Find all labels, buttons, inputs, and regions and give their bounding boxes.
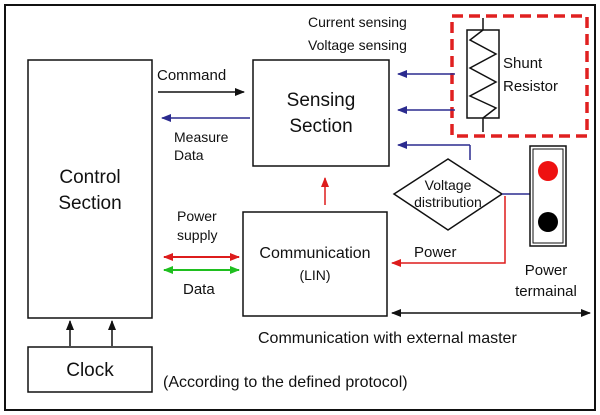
communication-external-label: Communication with external master — [258, 330, 517, 347]
control-section-label-line1: Control — [59, 167, 120, 188]
power-supply-label-line2: supply — [177, 227, 217, 243]
voltage-distribution-diamond — [392, 158, 504, 231]
shunt-resistor-icon — [466, 18, 500, 132]
measure-data-label: Data — [174, 147, 204, 163]
power-supply-label-line1: Power — [177, 208, 217, 224]
control-section-block — [27, 59, 153, 319]
sensing-section-block — [252, 59, 390, 167]
power-arrow — [391, 196, 506, 267]
command-label: Command — [157, 67, 226, 84]
voltage-sensing-label: Voltage sensing — [308, 37, 407, 53]
power-terminal-label-line1: Power — [525, 262, 568, 279]
clock-label: Clock — [66, 360, 114, 381]
sensing-section-label-line1: Sensing — [287, 90, 356, 111]
communication-label-line2: (LIN) — [299, 267, 330, 283]
shunt-label-line1: Shunt — [503, 55, 543, 72]
communication-block — [242, 211, 388, 317]
sensing-section-label-line2: Section — [289, 116, 352, 137]
measure-label: Measure — [174, 129, 229, 145]
protocol-note: (According to the defined protocol) — [163, 374, 408, 391]
data-label: Data — [183, 281, 215, 298]
power-terminal-icon — [529, 145, 567, 247]
power-label: Power — [414, 244, 457, 261]
current-sensing-label: Current sensing — [308, 14, 407, 30]
communication-label-line1: Communication — [259, 245, 370, 262]
clock-block — [27, 346, 153, 393]
shunt-label-line2: Resistor — [503, 78, 558, 95]
voltage-distribution-label-line2: distribution — [414, 194, 482, 210]
control-section-label-line2: Section — [58, 193, 121, 214]
shunt-dashed-box — [450, 14, 589, 138]
power-terminal-label-line2: termainal — [515, 283, 577, 300]
voltage-distribution-label-line1: Voltage — [425, 177, 472, 193]
